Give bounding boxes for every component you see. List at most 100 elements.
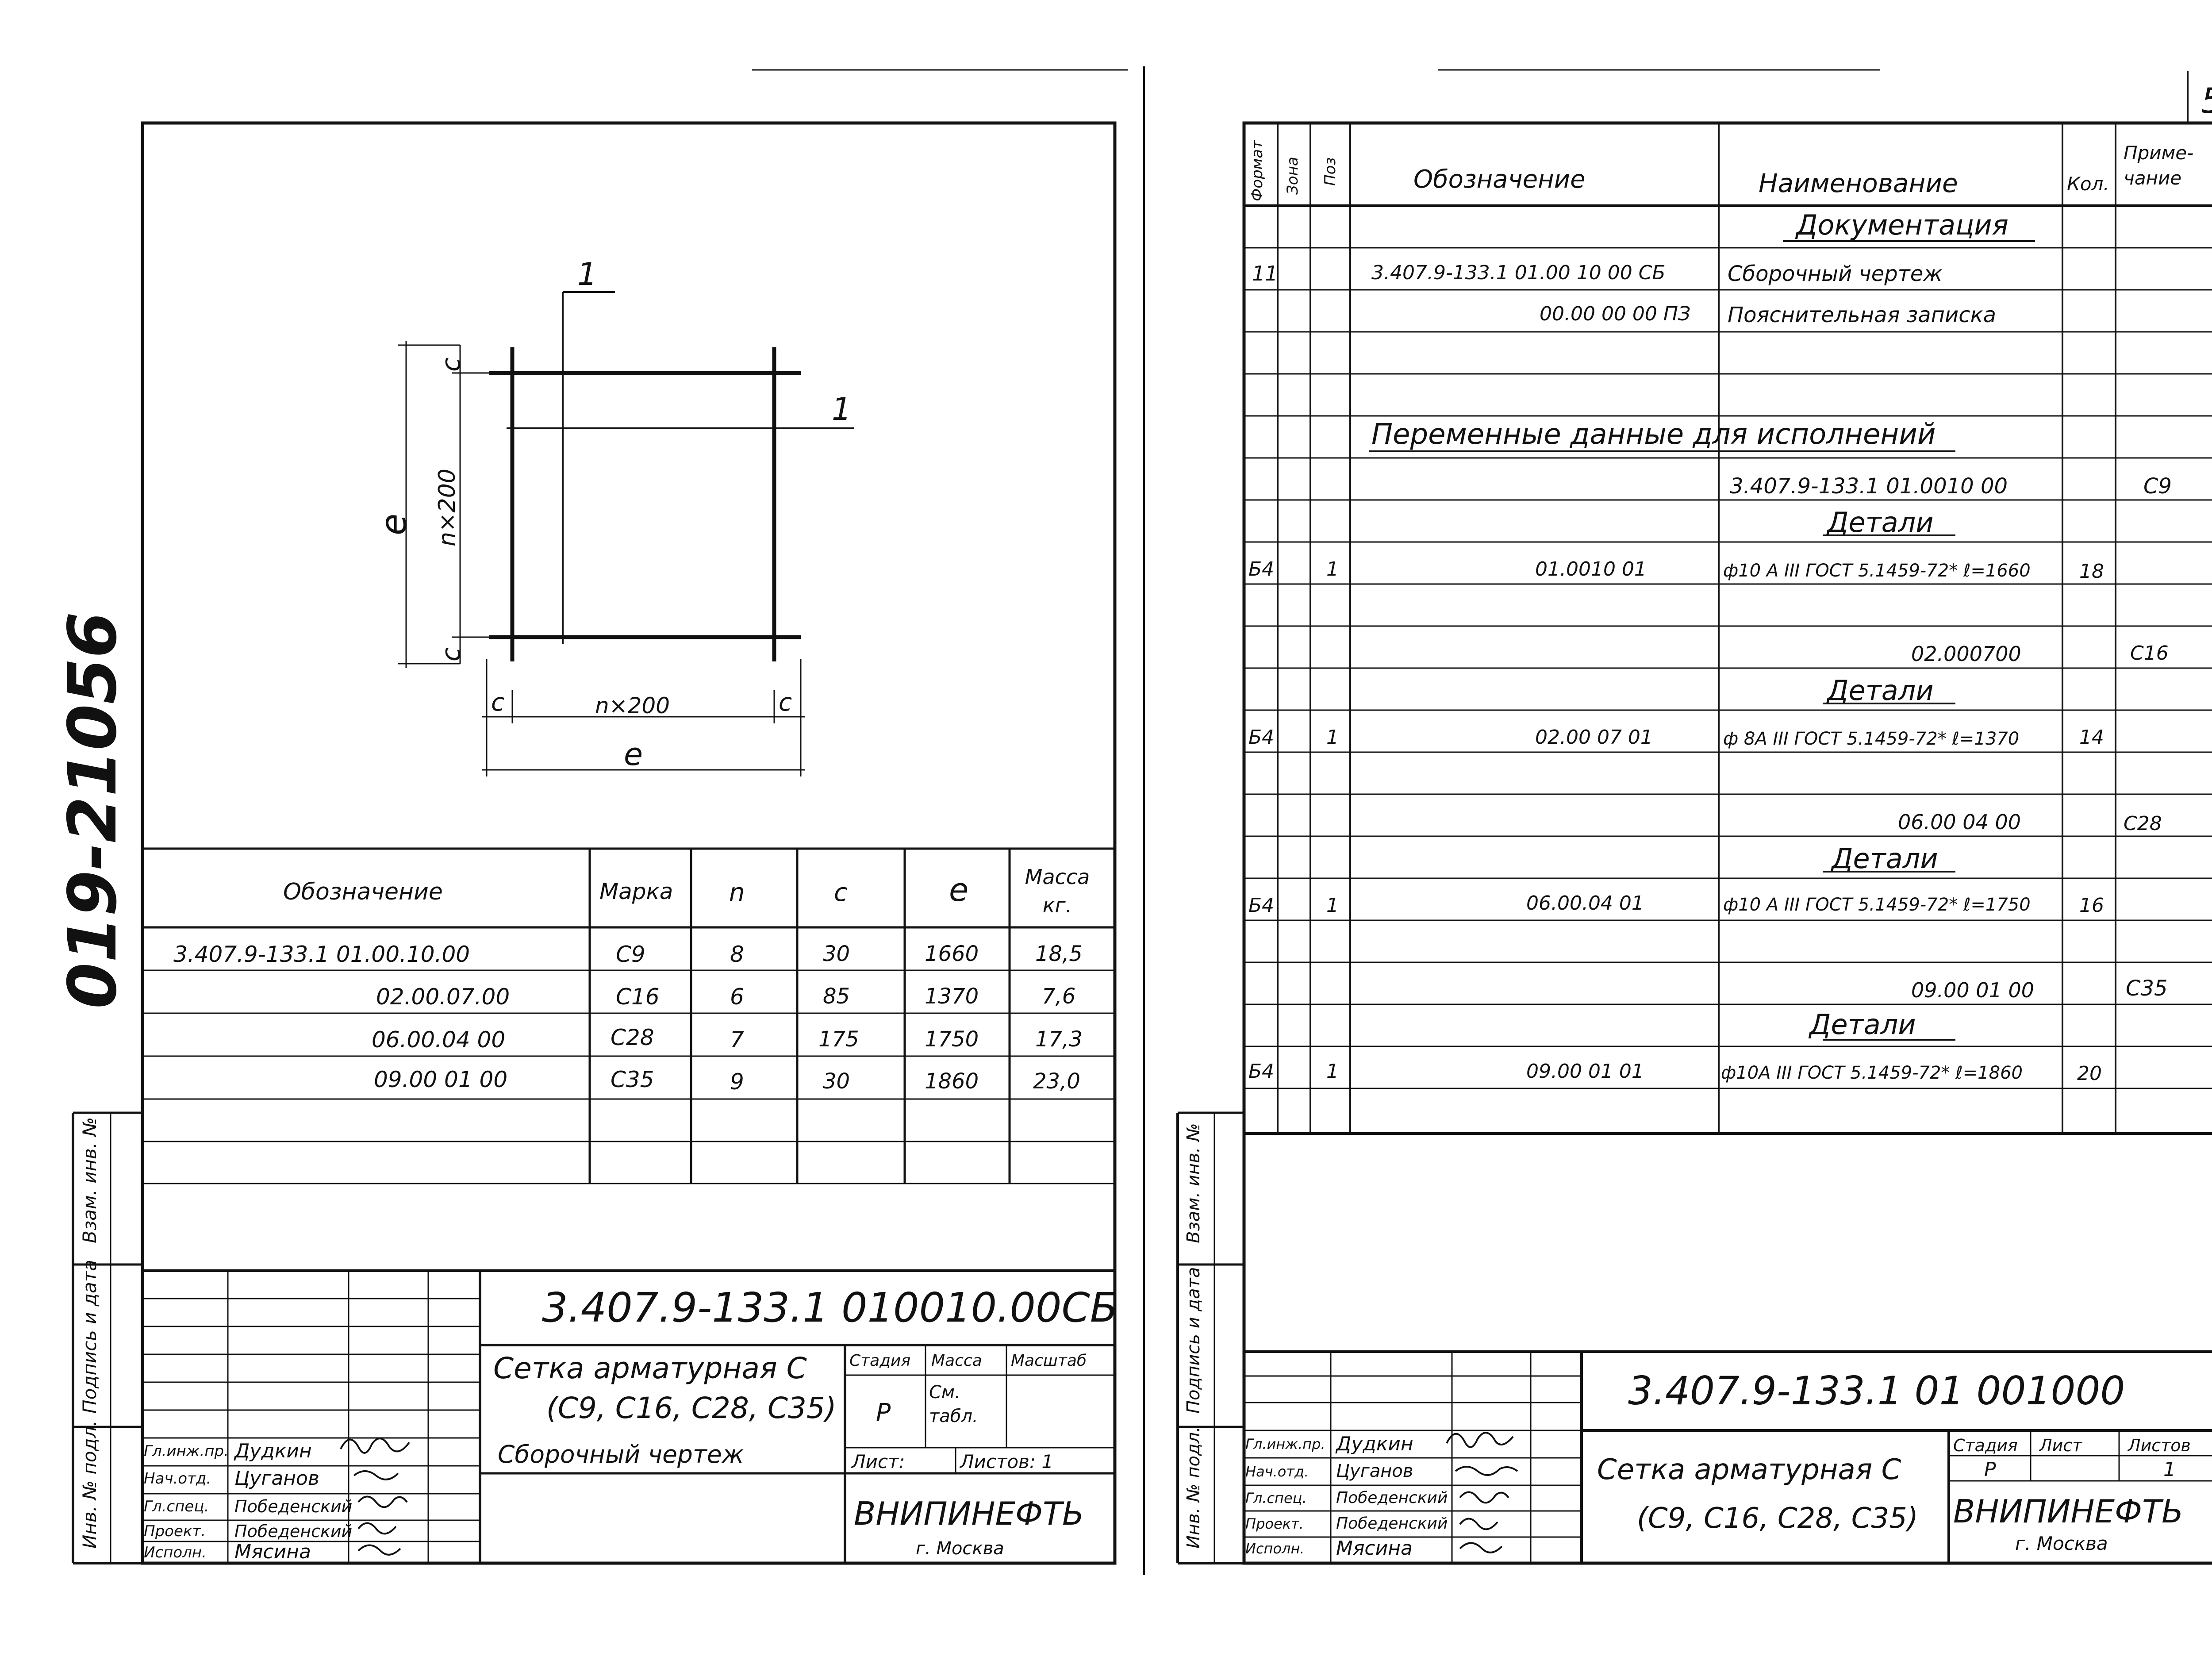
row-3-n: 7	[730, 1027, 744, 1053]
spec-c35-part-format: Б4	[1248, 1060, 1275, 1083]
spec-details-4: Детали	[1809, 1008, 1916, 1041]
spec-c9-note: С9	[2143, 474, 2172, 499]
left-title-code: 3.407.9-133.1 010010.00СБ	[542, 1284, 1118, 1331]
spec-variable-heading: Переменные данные для исполнений	[1371, 418, 1936, 451]
spec-c35-part-name: ф10А III ГОСТ 5.1459-72* ℓ=1860	[1721, 1063, 2023, 1083]
right-col-stage: Стадия	[1953, 1436, 2018, 1455]
left-org: ВНИПИНЕФТЬ	[854, 1495, 1084, 1532]
right-role-3: Гл.спец.	[1245, 1490, 1307, 1507]
left-name-3: Победенский	[234, 1497, 353, 1516]
left-title-name-2: (С9, С16, С28, С35)	[546, 1391, 837, 1425]
spec-details-1: Детали	[1827, 506, 1934, 538]
row-1-l: 1660	[925, 942, 979, 966]
right-name-4: Победенский	[1336, 1514, 1448, 1533]
spec-details-3: Детали	[1832, 842, 1938, 875]
spec-c35-code: 09.00 01 00	[1911, 978, 2034, 1002]
left-stage-value: Р	[876, 1398, 891, 1426]
left-name-4: Победенский	[234, 1522, 353, 1541]
left-name-2: Цуганов	[234, 1467, 319, 1490]
left-role-3: Гл.спец.	[144, 1498, 209, 1515]
spec-row-note-designation: 00.00 00 00 ПЗ	[1540, 303, 1691, 325]
left-title-name-1: Сетка арматурная С	[493, 1351, 807, 1385]
dim-l-horizontal: e	[624, 736, 643, 773]
right-role-2: Нач.отд.	[1245, 1463, 1309, 1480]
right-name-2: Цуганов	[1336, 1461, 1413, 1481]
spec-c16-part-pos: 1	[1326, 726, 1339, 749]
left-col-stage: Стадия	[849, 1352, 911, 1370]
spec-row-note-name: Пояснительная записка	[1728, 303, 1997, 327]
spec-doc-section: Документация	[1796, 209, 2008, 241]
left-col-mass: Масса	[931, 1352, 982, 1370]
row-1-c: 30	[823, 942, 850, 966]
row-1-designation: 3.407.9-133.1 01.00.10.00	[173, 942, 470, 967]
left-mass-value: См. табл.	[929, 1382, 978, 1426]
row-3-designation: 06.00.04 00	[372, 1027, 506, 1053]
col-c-header: c	[834, 878, 848, 907]
spec-row-assembly-format: 11	[1252, 261, 1278, 285]
row-2-l: 1370	[925, 984, 979, 1009]
right-title-code: 3.407.9-133.1 01 001000	[1628, 1368, 2125, 1414]
left-sheets-label: Листов: 1	[960, 1451, 1054, 1472]
left-role-1: Гл.инж.пр.	[144, 1442, 229, 1460]
spec-c16-part-designation: 02.00 07 01	[1535, 726, 1653, 749]
row-2-mass: 7,6	[1042, 984, 1076, 1009]
left-role-4: Проект.	[144, 1522, 206, 1540]
spec-c16-part-format: Б4	[1248, 726, 1275, 749]
right-col-sheets: Листов	[2128, 1436, 2191, 1455]
row-2-c: 85	[823, 984, 850, 1009]
spec-c16-part-name: ф 8А III ГОСТ 5.1459-72* ℓ=1370	[1723, 729, 2020, 749]
spec-c28-part-name: ф10 А III ГОСТ 5.1459-72* ℓ=1750	[1723, 895, 2031, 915]
spec-c35-part-designation: 09.00 01 01	[1526, 1060, 1644, 1083]
right-role-1: Гл.инж.пр.	[1245, 1436, 1325, 1453]
spec-c28-part-pos: 1	[1326, 894, 1339, 917]
spec-c28-part-format: Б4	[1248, 894, 1275, 917]
spec-c28-part-designation: 06.00.04 01	[1526, 892, 1644, 915]
spec-c9-part-pos: 1	[1326, 558, 1339, 580]
col-designation-header: Обозначение	[283, 879, 443, 905]
right-name-1: Дудкин	[1336, 1433, 1413, 1455]
right-title-name-1: Сетка арматурная С	[1597, 1453, 1901, 1486]
row-4-l: 1860	[925, 1069, 979, 1094]
col-mark-header: Марка	[599, 879, 673, 904]
row-1-mass: 18,5	[1035, 942, 1083, 966]
spec-c9-part-qty: 18	[2079, 560, 2104, 583]
spec-c16-note: С16	[2130, 642, 2169, 665]
dim-c-right: c	[779, 688, 792, 716]
left-name-1: Дудкин	[234, 1440, 312, 1462]
right-name-3: Победенский	[1336, 1489, 1448, 1507]
spec-c35-part-pos: 1	[1326, 1060, 1339, 1083]
hdr-qty: Кол.	[2067, 173, 2109, 195]
spec-c9-part-format: Б4	[1248, 558, 1275, 580]
row-3-mass: 17,3	[1035, 1027, 1083, 1052]
spec-c28-note: С28	[2124, 812, 2162, 835]
dim-nx200-horizontal: n×200	[595, 693, 670, 719]
row-1-mark: С9	[616, 942, 645, 967]
left-role-2: Нач.отд.	[144, 1470, 211, 1488]
left-sheet-label: Лист:	[852, 1451, 905, 1472]
hdr-designation: Обозначение	[1413, 165, 1586, 194]
spec-c28-code: 06.00 04 00	[1898, 810, 2021, 834]
spec-c9-part-name: ф10 А III ГОСТ 5.1459-72* ℓ=1660	[1723, 561, 2031, 581]
spec-c35-note: С35	[2126, 976, 2168, 1001]
section-mark-1-right: 1	[832, 391, 852, 427]
col-n-header: n	[729, 878, 745, 907]
right-name-5: Мясина	[1336, 1537, 1413, 1560]
dim-c-left: c	[491, 688, 505, 716]
row-4-n: 9	[730, 1069, 744, 1095]
spec-c9-part-designation: 01.0010 01	[1535, 558, 1647, 580]
col-mass-header: Масса кг.	[1025, 865, 1090, 918]
row-4-designation: 09.00 01 00	[374, 1067, 508, 1092]
spec-c16-part-qty: 14	[2079, 726, 2104, 749]
spec-c16-code: 02.000700	[1911, 642, 2021, 666]
right-city: г. Москва	[2015, 1533, 2108, 1554]
spec-c9-code: 3.407.9-133.1 01.0010 00	[1730, 474, 2008, 499]
left-col-scale: Масштаб	[1011, 1352, 1087, 1370]
row-3-mark: С28	[611, 1025, 654, 1050]
hdr-name: Наименование	[1759, 168, 1958, 198]
row-3-l: 1750	[925, 1027, 979, 1052]
hdr-note: Приме-чание	[2124, 142, 2194, 189]
row-2-mark: С16	[616, 984, 660, 1010]
right-title-name-2: (С9, С16, С28, С35)	[1637, 1502, 1918, 1535]
